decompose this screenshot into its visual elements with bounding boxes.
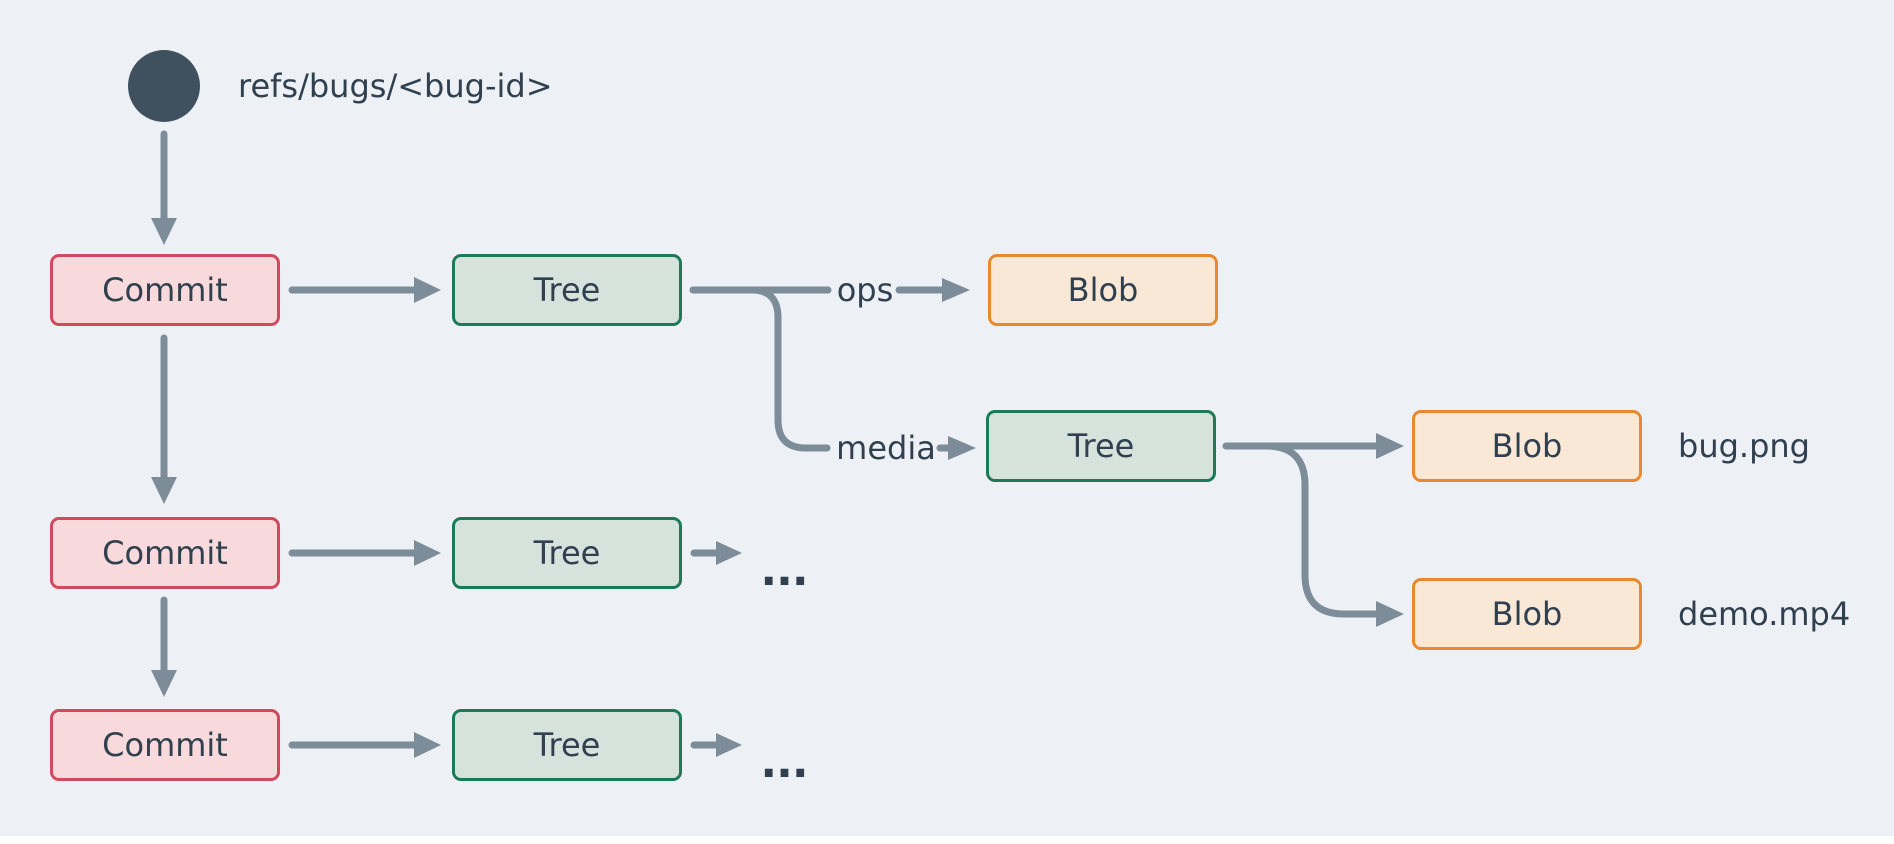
edge-label-ops: ops bbox=[836, 271, 894, 309]
truncation-ellipsis-2: ... bbox=[760, 736, 808, 788]
tree-node-root-2: Tree bbox=[452, 517, 682, 589]
file-label-bug-png: bug.png bbox=[1678, 427, 1810, 465]
commit-node-2-label: Commit bbox=[102, 534, 228, 572]
tree-node-media-label: Tree bbox=[1067, 427, 1135, 465]
blob-node-bug-png-label: Blob bbox=[1491, 427, 1563, 465]
tree-node-root-1-label: Tree bbox=[533, 271, 601, 309]
commit-node-1: Commit bbox=[50, 254, 280, 326]
blob-node-demo-mp4: Blob bbox=[1412, 578, 1642, 650]
arrowhead-commit1-to-commit2 bbox=[151, 477, 177, 504]
bottom-margin bbox=[0, 836, 1894, 844]
tree-node-root-3-label: Tree bbox=[533, 726, 601, 764]
edge-label-media: media bbox=[836, 429, 936, 467]
edge-tree1-branch-media bbox=[748, 286, 831, 452]
arrowhead-mediatree-to-blob-bug bbox=[1376, 433, 1404, 459]
arrowhead-commit3-to-tree3 bbox=[414, 732, 441, 758]
ref-pointer-dot-icon bbox=[128, 50, 200, 122]
arrowhead-tree2-to-ellipsis bbox=[716, 541, 742, 565]
tree-node-root-3: Tree bbox=[452, 709, 682, 781]
file-label-demo-mp4: demo.mp4 bbox=[1678, 595, 1851, 633]
commit-node-2: Commit bbox=[50, 517, 280, 589]
tree-node-root-2-label: Tree bbox=[533, 534, 601, 572]
arrowhead-ref-to-commit1 bbox=[151, 218, 177, 245]
tree-node-root-1: Tree bbox=[452, 254, 682, 326]
blob-node-bug-png: Blob bbox=[1412, 410, 1642, 482]
arrowhead-commit1-to-tree1 bbox=[414, 277, 441, 303]
blob-node-demo-mp4-label: Blob bbox=[1491, 595, 1563, 633]
tree-node-media: Tree bbox=[986, 410, 1216, 482]
truncation-ellipsis-1: ... bbox=[760, 544, 808, 596]
blob-node-ops-label: Blob bbox=[1067, 271, 1139, 309]
arrowhead-media-to-tree bbox=[948, 436, 976, 460]
arrowhead-tree3-to-ellipsis bbox=[716, 733, 742, 757]
ref-label: refs/bugs/<bug-id> bbox=[238, 67, 553, 105]
commit-node-3: Commit bbox=[50, 709, 280, 781]
commit-node-1-label: Commit bbox=[102, 271, 228, 309]
blob-node-ops: Blob bbox=[988, 254, 1218, 326]
commit-node-3-label: Commit bbox=[102, 726, 228, 764]
arrowhead-commit2-to-tree2 bbox=[414, 540, 441, 566]
arrowhead-ops-to-blob bbox=[942, 278, 970, 302]
arrowhead-commit2-to-commit3 bbox=[151, 670, 177, 697]
edge-mediatree-to-blob-demo bbox=[1262, 442, 1380, 618]
arrowhead-mediatree-to-blob-demo bbox=[1376, 601, 1404, 627]
